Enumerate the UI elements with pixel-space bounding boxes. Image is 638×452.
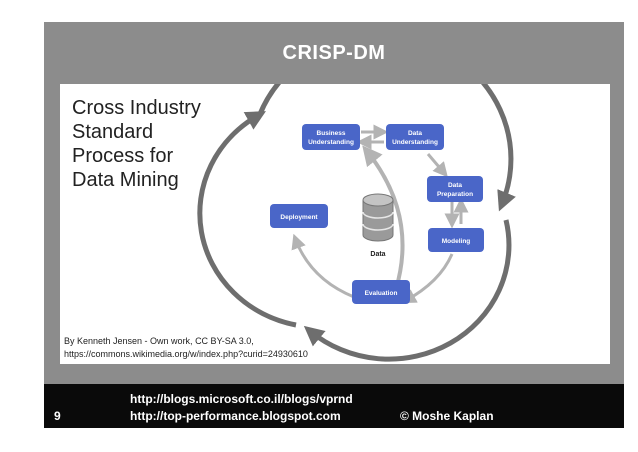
database-label: Data (370, 251, 385, 258)
credit-line-2[interactable]: https://commons.wikimedia.org/w/index.ph… (64, 349, 308, 359)
subtitle-line-1: Cross Industry (72, 97, 201, 119)
node-data-understanding: Data Understanding (386, 124, 444, 150)
outer-cycle-arc-bottom (303, 219, 512, 362)
page-number: 9 (54, 409, 61, 423)
node-business-understanding-line-1: Business (317, 130, 346, 137)
arrow-understanding-to-preparation (426, 153, 448, 178)
title-bar: CRISP-DM (44, 22, 624, 84)
node-evaluation-label: Evaluation (365, 290, 398, 297)
node-business-understanding-line-2: Understanding (308, 139, 354, 146)
arrow-modeling-to-evaluation (401, 253, 454, 304)
slide-title: CRISP-DM (282, 41, 386, 64)
node-evaluation: Evaluation (352, 280, 410, 304)
footer-link-blogspot[interactable]: http://top-performance.blogspot.com (130, 409, 341, 423)
subtitle-line-4: Data Mining (72, 169, 179, 191)
node-business-understanding: Business Understanding (302, 124, 360, 150)
credit-line-1: By Kenneth Jensen - Own work, CC BY-SA 3… (64, 336, 254, 346)
subtitle-line-2: Standard (72, 121, 154, 143)
node-data-preparation-line-2: Preparation (437, 191, 473, 198)
arrow-evaluation-to-business (362, 145, 405, 290)
node-deployment: Deployment (270, 204, 328, 228)
node-data-understanding-line-1: Data (408, 130, 422, 137)
outer-cycle-arc-top (257, 84, 516, 212)
node-deployment-label: Deployment (280, 214, 318, 221)
content-box: Cross Industry Standard Process for Data… (60, 84, 610, 364)
copyright: © Moshe Kaplan (400, 409, 494, 423)
outer-cycle-arc-left (197, 111, 297, 328)
database-icon (362, 193, 394, 242)
node-data-understanding-line-2: Understanding (392, 139, 438, 146)
node-data-preparation-line-1: Data (448, 182, 462, 189)
subtitle-line-3: Process for (72, 145, 174, 167)
outer-cycle (197, 84, 516, 362)
slide-panel: CRISP-DM Cross Industry Standard Process… (44, 22, 624, 428)
node-data-preparation: Data Preparation (427, 176, 483, 202)
inner-arrows (291, 124, 469, 304)
footer-bar: 9 http://blogs.microsoft.co.il/blogs/vpr… (44, 384, 624, 428)
node-modeling: Modeling (428, 228, 484, 252)
crisp-dm-diagram: Data Business Understanding Data Underst… (197, 84, 516, 362)
footer-link-blog[interactable]: http://blogs.microsoft.co.il/blogs/vprnd (130, 392, 353, 406)
arrow-evaluation-to-deployment (291, 233, 355, 299)
node-modeling-label: Modeling (442, 238, 471, 245)
